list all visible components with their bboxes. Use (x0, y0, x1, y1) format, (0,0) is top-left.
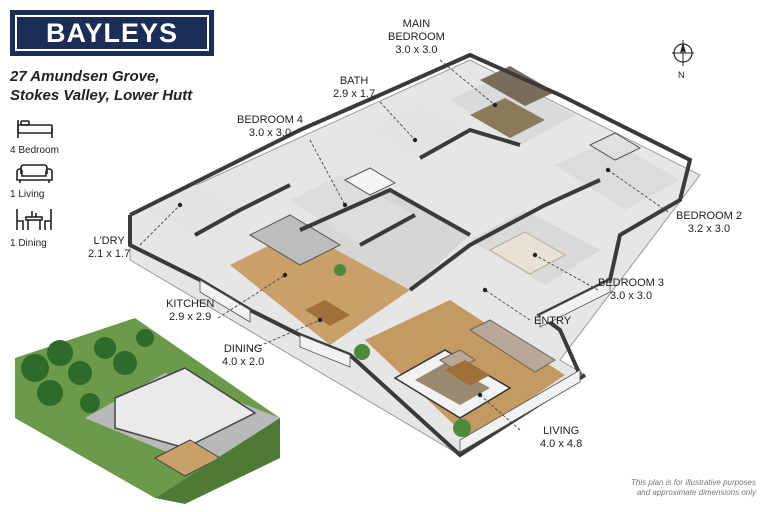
label-bath: BATH 2.9 x 1.7 (333, 75, 375, 101)
main-bedroom-name-2: BEDROOM (388, 31, 445, 43)
site-trees (21, 329, 154, 413)
living-rug-inner (415, 363, 490, 405)
main-bedroom-rug (470, 98, 545, 138)
main-bedroom-name-1: MAIN (402, 18, 431, 30)
coffee-table (445, 360, 490, 386)
dining-icon (16, 209, 52, 230)
compass-label: N (678, 70, 685, 80)
label-bedroom2: BEDROOM 2 3.2 x 3.0 (676, 210, 742, 236)
logo-text: BAYLEYS (45, 17, 179, 48)
label-bedroom4: BEDROOM 4 3.0 x 3.0 (237, 114, 303, 140)
disclaimer-line-2: and approximate dimensions only (636, 488, 756, 497)
dining-name: DINING (223, 343, 263, 355)
dining-size: 4.0 x 2.0 (222, 356, 265, 368)
living-sofa (468, 319, 556, 373)
plant-kitchen (334, 264, 346, 276)
property-address: 27 Amundsen Grove, Stokes Valley, Lower … (10, 67, 192, 105)
bath-size: 2.9 x 1.7 (333, 88, 376, 100)
bedroom3-size: 3.0 x 3.0 (609, 290, 653, 302)
bed-icon (17, 120, 53, 138)
label-bedroom3: BEDROOM 3 3.0 x 3.0 (598, 277, 664, 303)
label-dining: DINING 4.0 x 2.0 (222, 343, 264, 369)
living-size: 4.0 x 4.8 (540, 438, 583, 450)
bedroom4-cot (343, 167, 397, 196)
bayleys-logo: BAYLEYS (10, 10, 214, 56)
label-laundry: L'DRY 2.1 x 1.7 (88, 235, 130, 261)
living-sofa-side (439, 349, 476, 371)
label-entry: ENTRY (534, 315, 571, 328)
label-main-bedroom: MAIN BEDROOM 3.0 x 3.0 (388, 18, 445, 57)
compass-north-icon (672, 40, 694, 66)
bedroom4-name: BEDROOM 4 (237, 114, 304, 126)
plant-dining (354, 344, 370, 360)
disclaimer-line-1: This plan is for illustrative purposes (631, 478, 756, 487)
laundry-name: L'DRY (93, 235, 125, 247)
kitchen-bench (248, 214, 342, 266)
site-house (114, 367, 257, 449)
plant-living (453, 419, 471, 437)
feature-living: 1 Living (10, 189, 45, 200)
dining-table (305, 300, 350, 326)
leader-dots (177, 102, 611, 398)
bedroom3-name: BEDROOM 3 (598, 277, 665, 289)
disclaimer: This plan is for illustrative purposes a… (631, 478, 756, 498)
logo-border: BAYLEYS (15, 15, 209, 51)
label-living: LIVING 4.0 x 4.8 (540, 425, 582, 451)
sofa-icon (16, 164, 53, 183)
feature-bedrooms: 4 Bedroom (10, 145, 59, 156)
bedroom3-rug (488, 231, 567, 275)
bedroom4-floor (290, 175, 415, 245)
label-kitchen: KITCHEN 2.9 x 2.9 (166, 298, 214, 324)
bedroom2-floor (555, 140, 680, 210)
living-name: LIVING (543, 425, 580, 437)
main-bed (480, 66, 555, 106)
kitchen-dining-floor (230, 230, 410, 345)
site-slope (155, 418, 280, 504)
address-line-1: 27 Amundsen Grove, (10, 68, 160, 85)
bedroom2-size: 3.2 x 3.0 (687, 223, 731, 235)
kitchen-size: 2.9 x 2.9 (169, 311, 212, 323)
bedroom2-desk (588, 132, 642, 161)
feature-dining: 1 Dining (10, 238, 47, 249)
bedroom4-size: 3.0 x 3.0 (248, 127, 292, 139)
bath-name: BATH (339, 75, 369, 87)
laundry-size: 2.1 x 1.7 (88, 248, 131, 260)
site-aerial-inset (15, 318, 280, 504)
wall-faces (199, 279, 611, 453)
kitchen-name: KITCHEN (166, 298, 215, 310)
main-bedroom-size: 3.0 x 3.0 (395, 44, 438, 56)
leader-lines (139, 59, 669, 431)
address-line-2: Stokes Valley, Lower Hutt (10, 87, 193, 104)
bedroom2-name: BEDROOM 2 (676, 210, 743, 222)
entry-name: ENTRY (534, 315, 572, 327)
